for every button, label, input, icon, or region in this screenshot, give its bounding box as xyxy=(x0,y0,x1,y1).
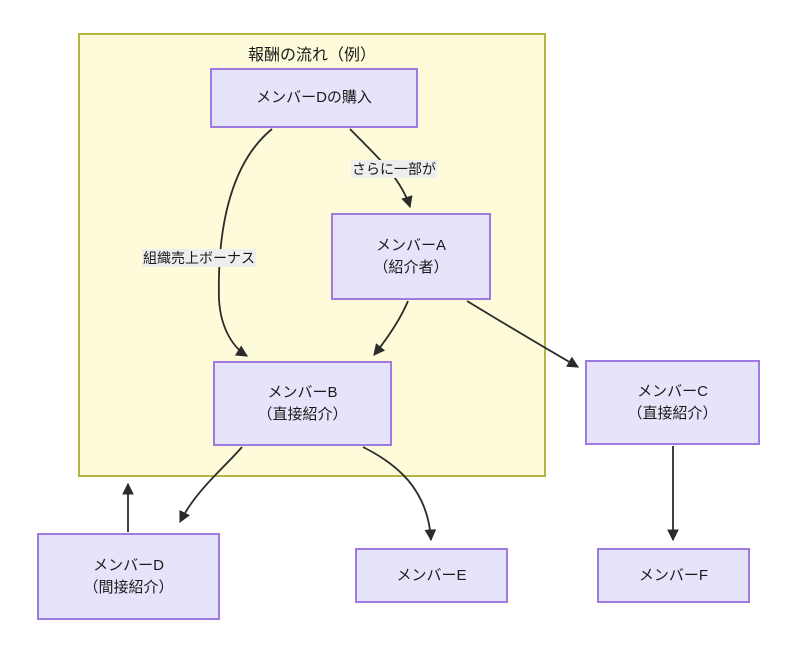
node-label-secondary: （直接紹介） xyxy=(627,404,718,422)
node-memberA[interactable]: メンバーA （紹介者） xyxy=(331,213,491,300)
node-label-primary: メンバーA xyxy=(375,236,446,254)
node-memberD[interactable]: メンバーD （間接紹介） xyxy=(37,533,220,620)
node-memberF[interactable]: メンバーF xyxy=(597,548,750,603)
node-label-primary: メンバーDの購入 xyxy=(256,89,372,107)
label-org-sales-bonus: 組織売上ボーナス xyxy=(142,249,256,268)
node-label-primary: メンバーE xyxy=(396,566,467,584)
node-memberC[interactable]: メンバーC （直接紹介） xyxy=(585,360,760,445)
node-label-secondary: （間接紹介） xyxy=(83,578,174,596)
node-label-primary: メンバーC xyxy=(637,382,708,400)
node-memberB[interactable]: メンバーB （直接紹介） xyxy=(213,361,392,446)
node-label-secondary: （紹介者） xyxy=(373,258,449,276)
node-label-secondary: （直接紹介） xyxy=(257,405,348,423)
node-label-primary: メンバーF xyxy=(638,566,709,584)
label-further-part: さらに一部が xyxy=(351,160,437,179)
node-purchase[interactable]: メンバーDの購入 xyxy=(210,68,418,128)
node-label-primary: メンバーD xyxy=(93,556,164,574)
node-memberE[interactable]: メンバーE xyxy=(355,548,508,603)
node-label-primary: メンバーB xyxy=(267,383,338,401)
group-title: 報酬の流れ（例） xyxy=(247,47,376,64)
